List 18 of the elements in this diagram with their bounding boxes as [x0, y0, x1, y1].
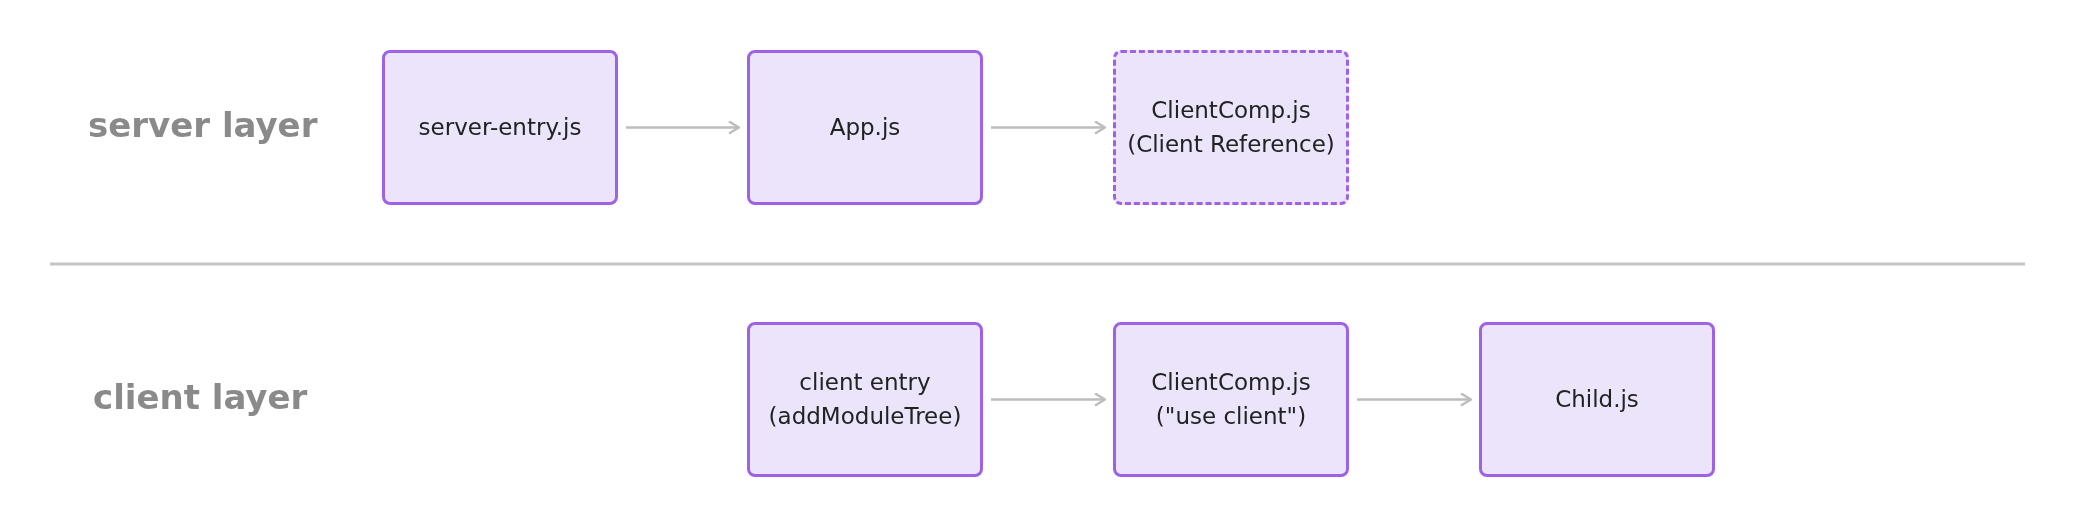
- module-name: client entry (addModuleTree): [767, 368, 963, 431]
- module-box: [1113, 50, 1349, 205]
- arrow: [626, 120, 741, 135]
- module-box: [382, 50, 618, 205]
- module-box: [747, 50, 983, 205]
- module-name: App.js: [829, 112, 901, 142]
- module-name: ClientComp.js (Client Reference): [1126, 96, 1336, 159]
- module-box: [747, 322, 983, 477]
- layer-label: client layer: [93, 377, 308, 417]
- module-box: [1113, 322, 1349, 477]
- module-name: server-entry.js: [418, 112, 582, 142]
- layer-label: server layer: [88, 105, 318, 145]
- arrow: [1357, 392, 1473, 407]
- arrow: [991, 120, 1107, 135]
- module-box: [1479, 322, 1715, 477]
- module-name: Child.js: [1555, 384, 1639, 414]
- module-name: ClientComp.js ("use client"): [1150, 368, 1312, 431]
- arrow: [991, 392, 1107, 407]
